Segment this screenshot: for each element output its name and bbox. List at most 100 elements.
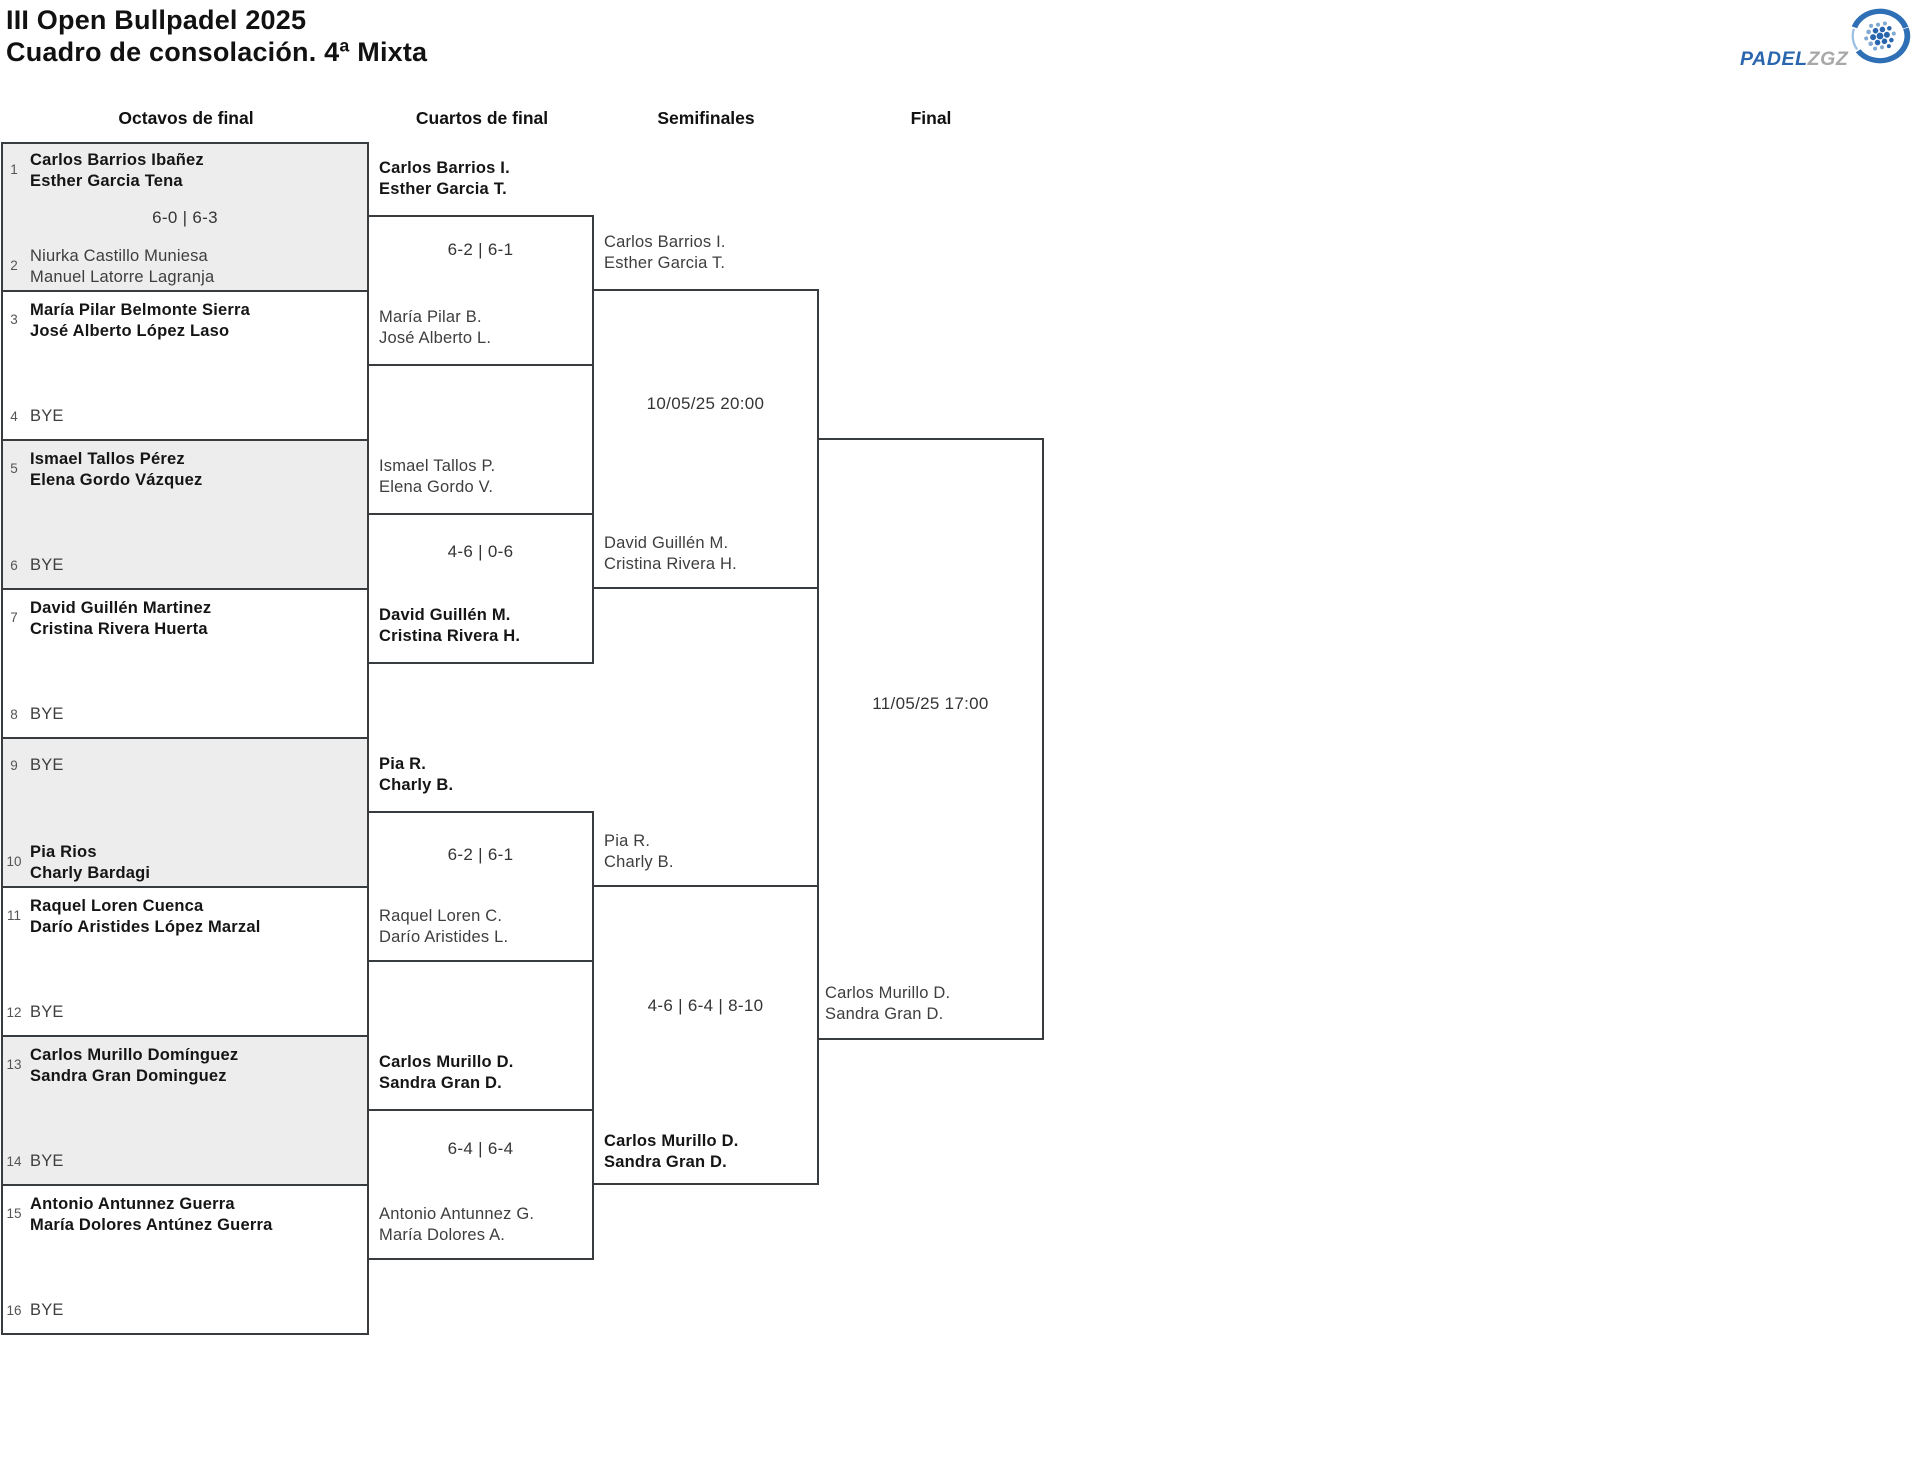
octavos-team-15: Antonio Antunnez Guerra María Dolores An… [30,1194,272,1236]
player-name: Cristina Rivera Huerta [30,620,208,638]
player-name: Carlos Barrios I. [379,159,510,177]
player-name: María Pilar B. [379,308,482,326]
player-name: David Guillén M. [379,606,511,624]
player-name: José Alberto L. [379,329,492,347]
player-name: Antonio Antunnez Guerra [30,1195,235,1213]
bye-label: BYE [30,705,64,723]
page-title: III Open Bullpadel 2025 [6,5,307,35]
octavos-seed-11: 11 [6,908,21,923]
octavos-team-4-bye: BYE [30,406,64,427]
qf-match-2-box [367,513,594,664]
player-name: Antonio Antunnez G. [379,1205,535,1223]
qf-match-4-box [367,1109,594,1260]
player-name: Cristina Rivera H. [379,627,521,645]
sf-match-2-score: 4-6 | 6-4 | 8-10 [647,996,764,1015]
player-name: Niurka Castillo Muniesa [30,247,208,265]
player-name: Elena Gordo V. [379,478,494,496]
player-name: Carlos Murillo Domínguez [30,1046,239,1064]
round-header-octavos: Octavos de final [118,108,254,128]
qf-match-3-box [367,811,594,962]
octavos-team-2: Niurka Castillo Muniesa Manuel Latorre L… [30,246,214,288]
octavos-seed-10: 10 [6,854,22,869]
player-name: Ismael Tallos Pérez [30,450,185,468]
bye-label: BYE [30,1301,64,1319]
octavos-team-11: Raquel Loren Cuenca Darío Aristides Lópe… [30,896,261,938]
player-name: Sandra Gran D. [825,1005,944,1023]
octavos-seed-14: 14 [6,1154,22,1169]
qf-match-1-box [367,215,594,366]
octavos-team-9-bye: BYE [30,755,64,776]
qf-match-1-team-top: Carlos Barrios I. Esther Garcia T. [379,158,510,200]
octavos-team-13: Carlos Murillo Domínguez Sandra Gran Dom… [30,1045,238,1087]
bye-label: BYE [30,556,64,574]
octavos-seed-9: 9 [10,758,18,773]
qf-match-3-team-bottom: Raquel Loren C. Darío Aristides L. [379,906,508,948]
octavos-seed-6: 6 [10,558,18,573]
octavos-team-16-bye: BYE [30,1300,64,1321]
octavos-seed-12: 12 [6,1005,22,1020]
sf-match-2-box [592,885,819,1185]
player-name: Darío Aristides L. [379,928,509,946]
player-name: Esther Garcia T. [604,254,726,272]
player-name: David Guillén M. [604,534,729,552]
octavos-team-12-bye: BYE [30,1002,64,1023]
octavos-team-3: María Pilar Belmonte Sierra José Alberto… [30,300,250,342]
player-name: Sandra Gran D. [604,1153,727,1171]
octavos-team-8-bye: BYE [30,704,64,725]
player-name: Carlos Murillo D. [825,984,951,1002]
octavos-seed-3: 3 [10,312,18,327]
player-name: María Pilar Belmonte Sierra [30,301,250,319]
sf-match-1-schedule: 10/05/25 20:00 [646,394,765,413]
octavos-match-1-score: 6-0 | 6-3 [152,208,218,227]
player-name: Elena Gordo Vázquez [30,471,203,489]
sf-match-1-team-bottom: David Guillén M. Cristina Rivera H. [604,533,737,575]
qf-match-4-score: 6-4 | 6-4 [447,1139,514,1158]
qf-match-3-team-top: Pia R. Charly B. [379,754,453,796]
bye-label: BYE [30,407,64,425]
octavos-team-1: Carlos Barrios Ibañez Esther Garcia Tena [30,150,204,192]
qf-match-2-score: 4-6 | 0-6 [447,542,514,561]
brand-logo: PADELZGZ [1740,4,1916,70]
player-name: Ismael Tallos P. [379,457,496,475]
final-schedule: 11/05/25 17:00 [872,694,989,713]
player-name: Esther Garcia Tena [30,172,183,190]
final-team-bottom: Carlos Murillo D. Sandra Gran D. [825,983,950,1025]
player-name: Sandra Gran D. [379,1074,502,1092]
player-name: Darío Aristides López Marzal [30,918,261,936]
qf-match-2-team-bottom: David Guillén M. Cristina Rivera H. [379,605,520,647]
qf-match-4-team-bottom: Antonio Antunnez G. María Dolores A. [379,1204,534,1246]
padel-racket-icon [1849,8,1911,64]
sf-match-1-box [592,289,819,589]
player-name: Carlos Barrios I. [604,233,726,251]
player-name: Pia R. [604,832,651,850]
player-name: Cristina Rivera H. [604,555,737,573]
brand-text-zgz: ZGZ [1807,48,1849,70]
player-name: José Alberto López Laso [30,322,230,340]
player-name: Pia Rios [30,843,97,861]
octavos-match-2-box [1,290,369,441]
octavos-team-5: Ismael Tallos Pérez Elena Gordo Vázquez [30,449,203,491]
octavos-team-14-bye: BYE [30,1151,64,1172]
player-name: María Dolores Antúnez Guerra [30,1216,273,1234]
octavos-match-1-box [1,142,369,292]
octavos-match-8-box [1,1184,369,1335]
octavos-team-7: David Guillén Martinez Cristina Rivera H… [30,598,211,640]
player-name: Charly Bardagi [30,864,151,882]
qf-match-4-team-top: Carlos Murillo D. Sandra Gran D. [379,1052,514,1094]
octavos-seed-2: 2 [10,258,18,273]
player-name: Charly B. [604,853,674,871]
qf-match-1-score: 6-2 | 6-1 [447,240,514,259]
octavos-match-4-box [1,588,369,739]
octavos-seed-7: 7 [10,610,18,625]
player-name: Sandra Gran Dominguez [30,1067,227,1085]
player-name: Esther Garcia T. [379,180,507,198]
octavos-seed-5: 5 [10,461,18,476]
player-name: Carlos Murillo D. [604,1132,739,1150]
sf-match-2-team-bottom: Carlos Murillo D. Sandra Gran D. [604,1131,739,1173]
page-subtitle: Cuadro de consolación. 4ª Mixta [6,37,428,67]
sf-match-2-team-top: Pia R. Charly B. [604,831,674,873]
qf-match-2-team-top: Ismael Tallos P. Elena Gordo V. [379,456,495,498]
qf-match-1-team-bottom: María Pilar B. José Alberto L. [379,307,491,349]
bye-label: BYE [30,1152,64,1170]
